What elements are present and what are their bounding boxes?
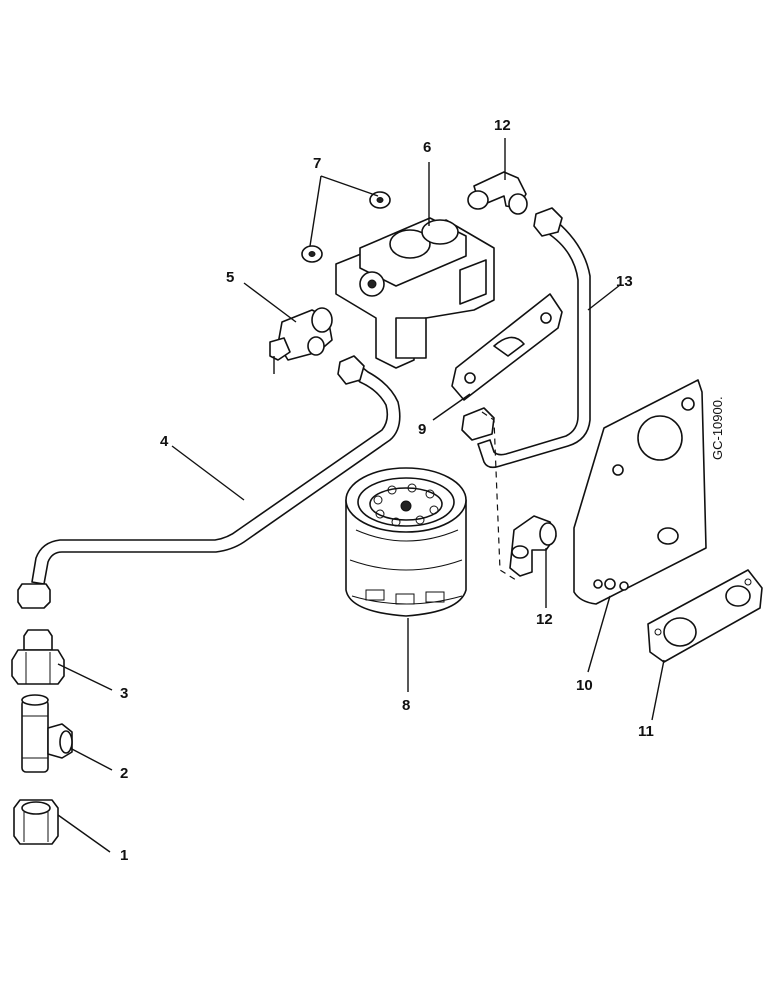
part-5-bleed-valve	[269, 307, 333, 374]
callout-3: 3	[120, 685, 128, 702]
part-12-elbow-lower	[509, 515, 557, 577]
part-1-nut	[13, 799, 59, 845]
part-10-bracket	[573, 379, 707, 605]
callout-4: 4	[160, 433, 169, 450]
part-3-nut	[11, 629, 65, 685]
part-7-washers	[301, 191, 391, 263]
leader-lines	[57, 138, 665, 853]
callout-9: 9	[418, 421, 426, 438]
callout-8: 8	[402, 697, 410, 714]
callout-12-top: 12	[494, 117, 511, 134]
callout-12-lower: 12	[536, 611, 553, 628]
part-2-t-union	[21, 694, 73, 773]
part-4-fuel-pipe	[17, 355, 401, 609]
callout-7: 7	[313, 155, 321, 172]
callout-1: 1	[120, 847, 128, 864]
part-13-pipe	[461, 207, 591, 469]
callout-10: 10	[576, 677, 593, 694]
callout-13: 13	[616, 273, 633, 290]
callout-11: 11	[638, 723, 654, 740]
part-12-elbow-top	[467, 171, 528, 215]
drawing-code: GC-10900.	[710, 396, 725, 460]
part-9-plate	[451, 293, 563, 401]
assembly-dashed-line	[481, 411, 517, 581]
part-8-filter-cartridge	[345, 467, 467, 617]
callout-5: 5	[226, 269, 234, 286]
part-11-gasket	[647, 569, 763, 663]
part-6-filter-head	[335, 217, 495, 369]
callout-2: 2	[120, 765, 128, 782]
callout-6: 6	[423, 139, 431, 156]
